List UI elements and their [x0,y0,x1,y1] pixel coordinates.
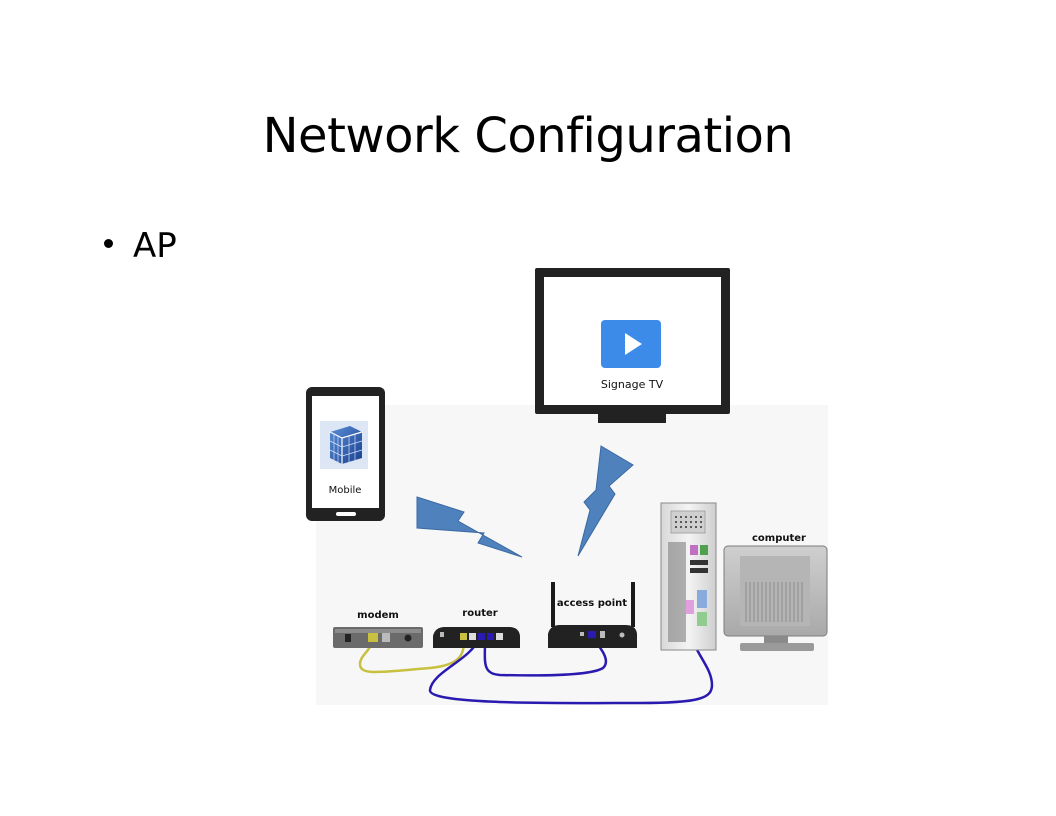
tv-stand [598,414,666,423]
phone-cable [358,639,466,674]
bullet-dot [104,239,113,248]
tv-label: Signage TV [601,378,664,391]
lightning-bolt-icon [416,496,523,558]
router-body [433,627,520,648]
computer-label: computer [752,533,806,544]
router-label: router [462,608,497,619]
ethernet-cable [428,564,714,705]
monitor-stand [740,643,814,651]
computer-tower [660,502,717,651]
lightning-bolt-icon [577,445,634,557]
modem-label: modem [357,610,399,621]
play-icon [601,320,661,368]
mobile-phone: Mobile [306,387,385,521]
computer-monitor: computer [723,533,828,651]
cube-app-icon [320,421,368,469]
mobile-label: Mobile [329,485,362,496]
router: router [433,608,520,648]
access-point: access point [548,582,637,648]
ap-antenna-left [551,582,555,627]
bullet-text: AP [133,226,177,266]
monitor-neck [764,636,788,644]
modem: modem [333,610,423,648]
bullet-item: AP [104,226,177,266]
ethernet-cable [483,636,608,677]
page-title: Network Configuration [262,108,794,164]
phone-home-button [336,512,356,516]
ap-antenna-right [631,582,635,627]
signage-tv: Signage TV [535,268,730,423]
access-point-label: access point [557,598,627,609]
